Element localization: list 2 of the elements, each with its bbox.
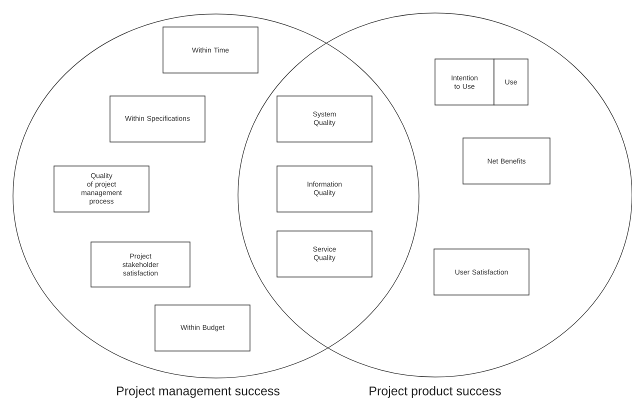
node-label: Project product success <box>370 386 501 398</box>
node-label: Project management success <box>117 386 280 398</box>
